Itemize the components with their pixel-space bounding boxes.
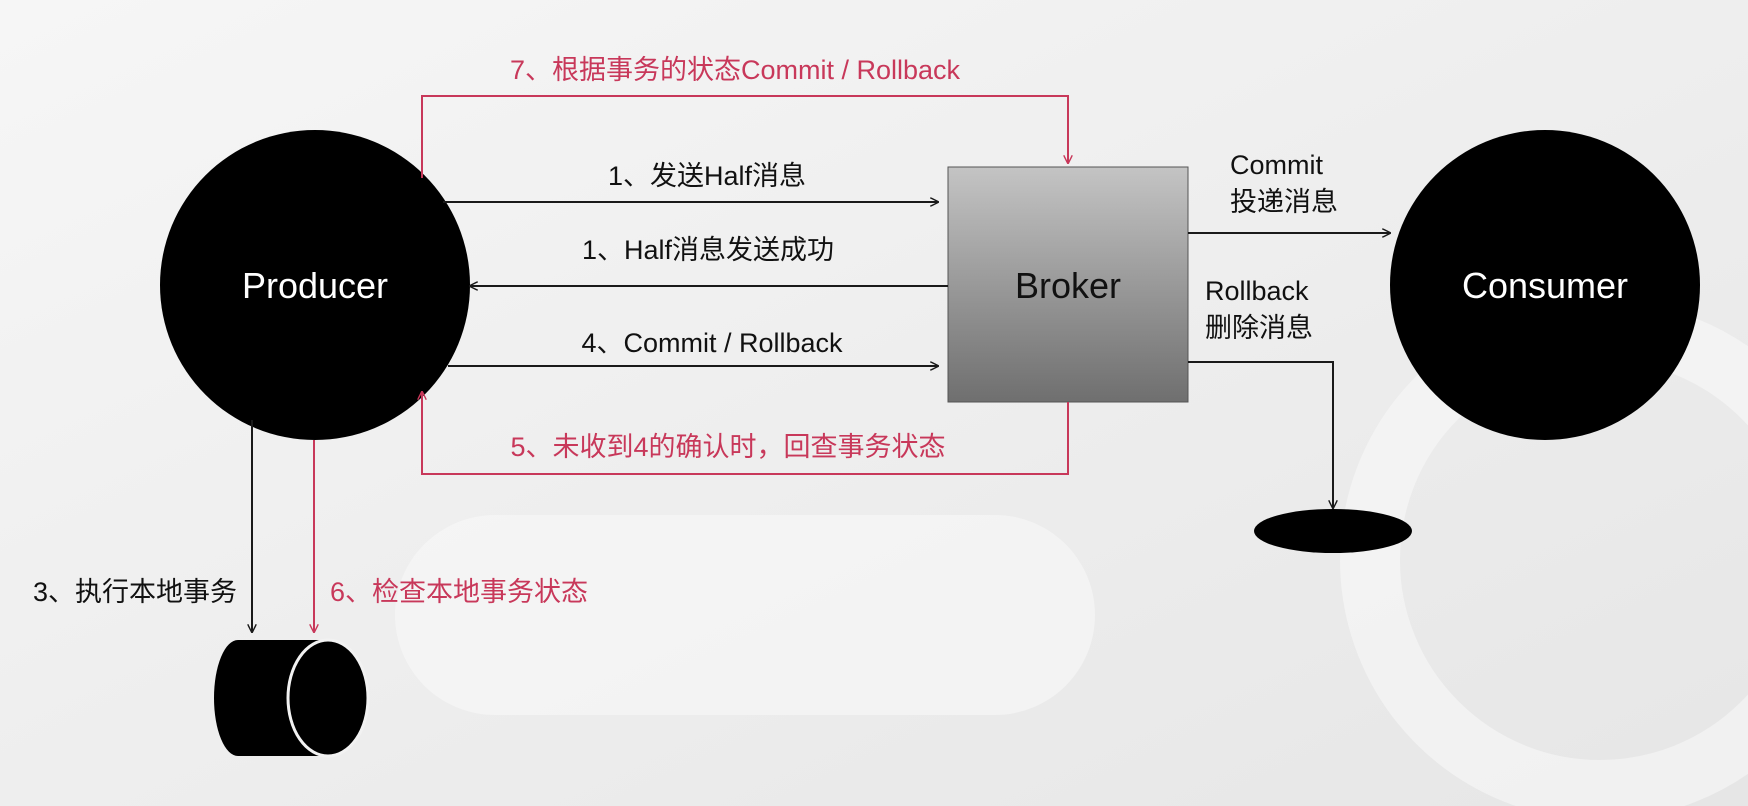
commit-label-line2: 投递消息 (1230, 187, 1338, 217)
exec-local-tx-label: 3、执行本地事务 (33, 577, 237, 607)
send-half-label: 1、发送Half消息 (608, 161, 806, 191)
commit-label-line1: Commit (1230, 150, 1323, 180)
half-success-label: 1、Half消息发送成功 (582, 235, 834, 265)
discard-sink (1254, 509, 1412, 553)
rollback-label-line2: 删除消息 (1205, 313, 1313, 343)
broker-node (947, 166, 1189, 403)
producer-label: Producer (242, 265, 388, 306)
rollback-label-line1: Rollback (1205, 276, 1309, 306)
local-database-icon (214, 638, 370, 758)
producer-node (160, 130, 470, 440)
check-local-tx-label: 6、检查本地事务状态 (330, 577, 588, 607)
commit-rollback-by-state-arrow (421, 95, 1068, 178)
check-back-arrow (422, 392, 1069, 475)
check-back-label: 5、未收到4的确认时，回查事务状态 (510, 432, 945, 462)
consumer-node (1390, 130, 1700, 440)
consumer-label: Consumer (1462, 265, 1628, 306)
commit-rollback-by-state-label: 7、根据事务的状态Commit / Rollback (510, 55, 961, 85)
broker-label: Broker (1015, 265, 1121, 306)
commit-rollback-label: 4、Commit / Rollback (581, 328, 843, 358)
rollback-delete-arrow (1188, 361, 1333, 508)
